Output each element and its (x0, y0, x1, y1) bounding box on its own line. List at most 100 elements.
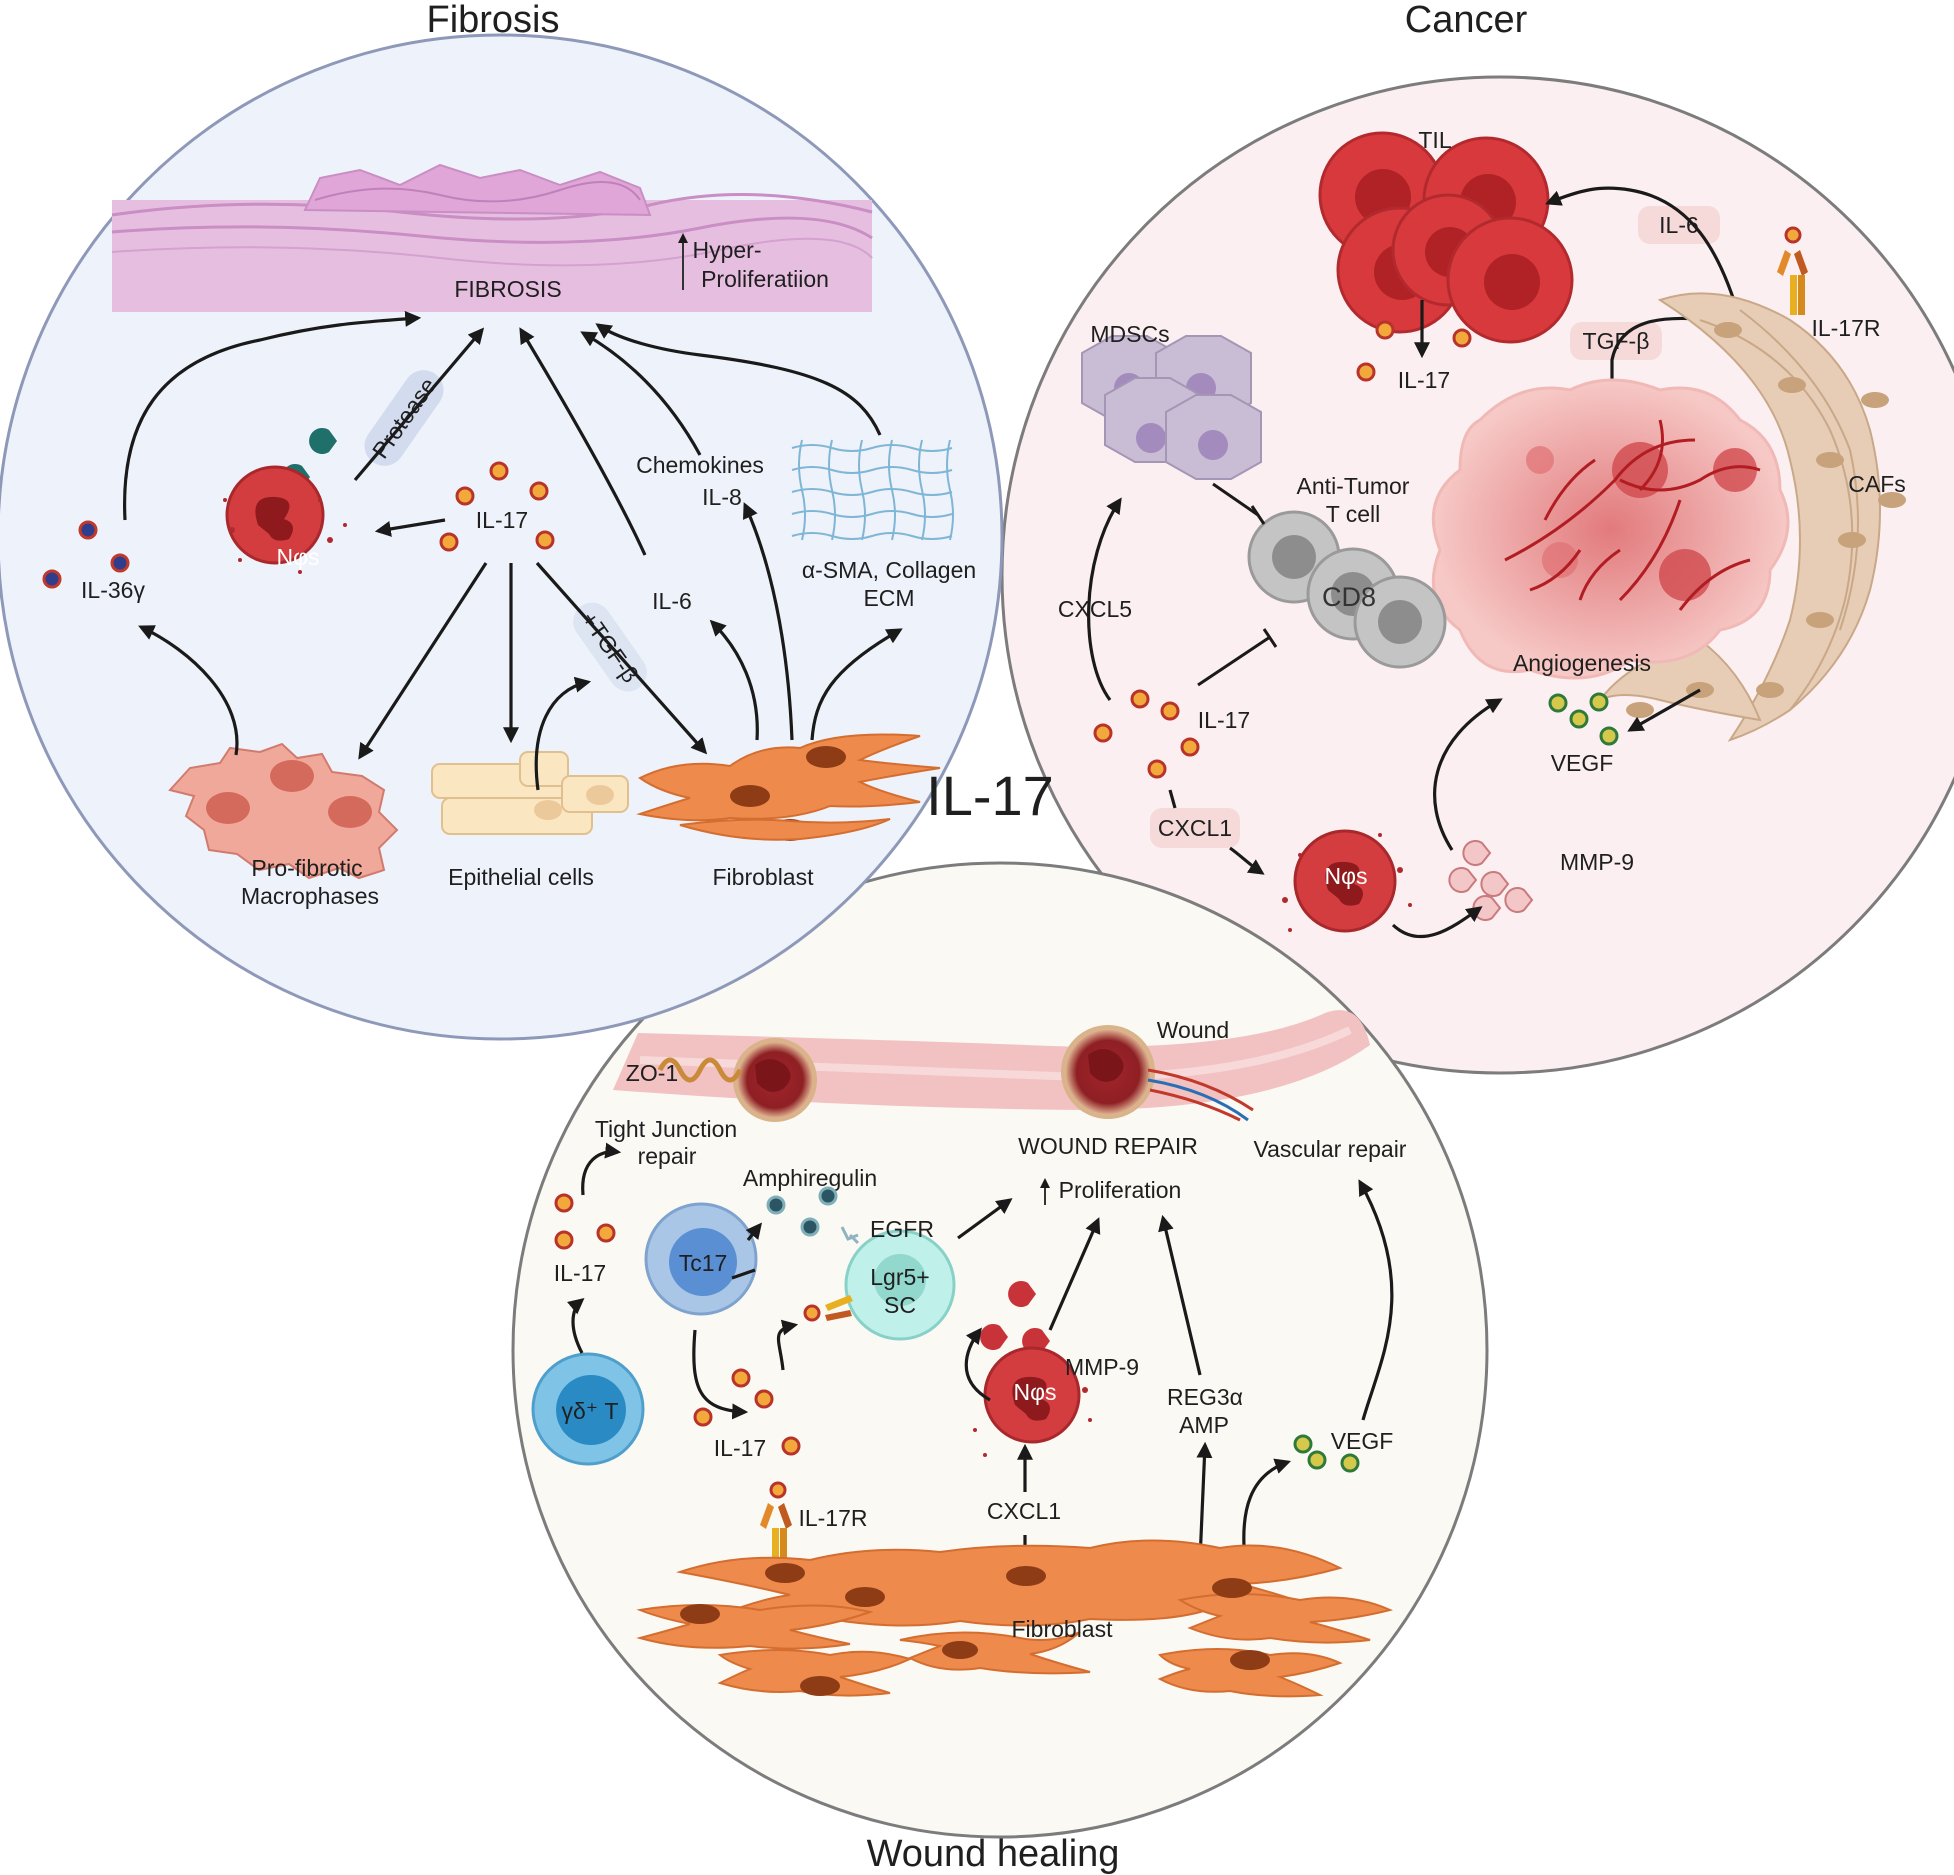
gd-tcell-icon (531, 1352, 645, 1466)
inhibition-lines (1197, 482, 1278, 687)
cancer-il17r-label: IL-17R (1811, 315, 1880, 341)
neutrophil-label: Nφs (276, 544, 319, 570)
center-label: IL-17 (926, 764, 1054, 827)
reg3a-label-1: REG3α (1167, 1384, 1243, 1410)
fibrosis-title: Fibrosis (426, 0, 559, 41)
il17-cytokines-icon (439, 461, 555, 552)
wound-vegf-icon (1293, 1434, 1360, 1473)
cxcl1-pill (1150, 808, 1240, 848)
amphiregulin-icon (766, 1186, 838, 1237)
wound-neutrophil-label: Nφs (1013, 1379, 1056, 1405)
tc17-il17-arrow (692, 1329, 749, 1420)
cafs-icon (1599, 292, 1906, 742)
wound-fibroblast-nuclei (680, 1563, 1270, 1696)
wound-label: Wound (1157, 1017, 1229, 1043)
il36-icon (42, 520, 130, 589)
fibrotic-tissue (111, 163, 873, 312)
wound-il17-bottom-label: IL-17 (714, 1435, 766, 1461)
ecm-label-2: ECM (863, 585, 914, 611)
fibrosis-il17-label: IL-17 (476, 507, 528, 533)
antitumor-label-2: T cell (1326, 501, 1381, 527)
cafs-vegf-arrow (1627, 688, 1701, 732)
wound-repair-label: WOUND REPAIR (1018, 1133, 1198, 1159)
wound-il17-bottom-icon (693, 1368, 801, 1456)
fibroblast-reg3a-arrow (1196, 1441, 1213, 1561)
wound-il17-left-icon (554, 1193, 616, 1250)
wound-title: Wound healing (867, 1833, 1120, 1875)
cd8-tcells-icon (1247, 510, 1447, 669)
wound-il17r-icon (760, 1481, 792, 1568)
wound-vegf-label: VEGF (1331, 1428, 1394, 1454)
wound-neutrophil-icon (973, 1346, 1092, 1457)
tj-label-1: Tight Junction (595, 1116, 737, 1142)
cafs-label: CAFs (1848, 471, 1906, 497)
epithelial-cells-icon (431, 751, 629, 835)
cancer-il17-mid-icon (1093, 689, 1200, 779)
il36-label: IL-36γ (81, 577, 145, 603)
il6-pill (1638, 206, 1720, 244)
hyper-label-2: Proliferatiion (701, 266, 829, 292)
cxcl5-label: CXCL5 (1058, 596, 1132, 622)
tj-label-2: repair (638, 1143, 697, 1169)
egfr-label: EGFR (870, 1216, 934, 1242)
neutrophil-loop-arrow (964, 1327, 991, 1402)
cancer-il17-top-label: IL-17 (1398, 367, 1450, 393)
reg3a-label-2: AMP (1179, 1412, 1229, 1438)
lgr5-label-2: SC (884, 1292, 916, 1318)
macrophage-icon (168, 742, 399, 880)
chemokines-label-2: IL-8 (702, 484, 742, 510)
neutrophil-icon (223, 465, 347, 574)
hyper-label-1: Hyper- (692, 237, 761, 263)
angiogenesis-arrow (1433, 698, 1503, 851)
reg3a-arrow (1158, 1214, 1202, 1376)
gd-tcell-label: γδ⁺ T (562, 1398, 619, 1424)
wound-mmp9-label: MMP-9 (1065, 1354, 1139, 1380)
angiogenesis-label: Angiogenesis (1513, 650, 1651, 676)
tc17-cell-icon (644, 1202, 758, 1316)
fibrosis-fibroblast-label: Fibroblast (713, 864, 815, 890)
il17r-receptor-icon (1777, 226, 1808, 315)
vascular-repair-label: Vascular repair (1254, 1136, 1407, 1162)
cxcl5-arrow (1087, 497, 1122, 701)
cancer-title: Cancer (1405, 0, 1528, 41)
cancer-cxcl1-label: CXCL1 (1158, 815, 1232, 841)
lgr5-label-1: Lgr5+ (870, 1264, 929, 1290)
il6-arrow (1545, 186, 1742, 321)
chemokines-label-1: Chemokines (636, 452, 764, 478)
macrophage-label-1: Pro-fibrotic (251, 855, 362, 881)
antitumor-label-1: Anti-Tumor (1297, 473, 1410, 499)
mmp9-arrow (1391, 906, 1483, 939)
cd8-label: CD8 (1322, 582, 1376, 612)
wound-il17r-label: IL-17R (798, 1505, 867, 1531)
proliferation-label: Proliferation (1059, 1177, 1182, 1203)
protease-pill (364, 370, 444, 466)
wound-fibroblast-label: Fibroblast (1012, 1616, 1114, 1642)
til-cells-icon (1318, 131, 1574, 344)
wound-receptor-icon (803, 1295, 853, 1322)
fibrosis-il6-label: IL-6 (652, 588, 692, 614)
cancer-il17-mid-label: IL-17 (1198, 707, 1250, 733)
amphiregulin-label: Amphiregulin (743, 1165, 877, 1191)
cancer-vegf-icon (1548, 692, 1619, 746)
tgf-pill-cancer (1570, 322, 1662, 360)
il17-lgr5-arrow (776, 1319, 799, 1371)
mdscs-label: MDSCs (1090, 321, 1169, 347)
wound-clot-icon (1061, 1025, 1254, 1122)
tumor-mass-icon (1431, 378, 1790, 680)
cancer-neutrophil-icon (1282, 829, 1412, 933)
tc17-amph-arrow (731, 1225, 760, 1280)
vegf-vascular-arrow (1358, 1179, 1394, 1421)
tight-junction-blood-clot-icon (657, 1038, 817, 1122)
wound-il17-left-label: IL-17 (554, 1260, 606, 1286)
mmp9-proliferation-arrow (1048, 1217, 1101, 1331)
lgr5-proliferation-arrow (957, 1198, 1013, 1240)
cancer-mmp9-label: MMP-9 (1560, 849, 1634, 875)
cxcl1-arrow (1168, 789, 1262, 873)
cancer-il17-cytokines-icon (1356, 320, 1472, 382)
fibrosis-arrows (122, 310, 903, 791)
fibroblast-vegf-arrow (1242, 1458, 1292, 1561)
fibrosis-tissue-label: FIBROSIS (454, 276, 561, 302)
epithelial-label: Epithelial cells (448, 864, 594, 890)
ecm-label-1: α-SMA, Collagen (802, 557, 976, 583)
